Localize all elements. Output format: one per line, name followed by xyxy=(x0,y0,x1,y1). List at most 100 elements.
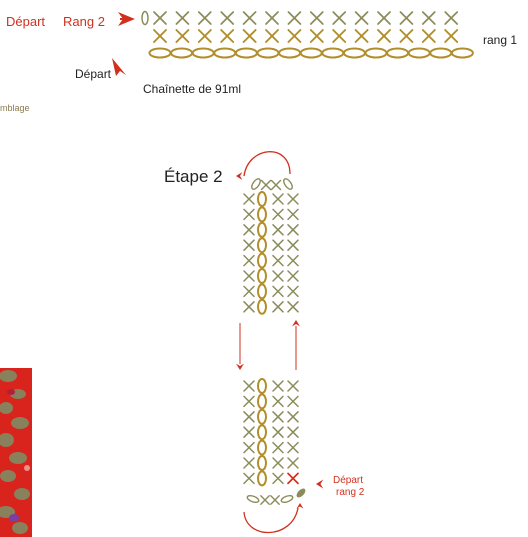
rang2-top-label: Rang 2 xyxy=(63,14,105,29)
single-crochet-stitch xyxy=(287,301,299,313)
stitch-stroke xyxy=(242,11,257,25)
chain-stitch-vertical xyxy=(257,439,267,456)
arrow-head xyxy=(236,172,243,180)
stitch-stroke xyxy=(287,395,299,408)
column-top-chain-left xyxy=(251,178,261,190)
single-crochet-stitch xyxy=(243,472,255,485)
rang1-label: rang 1 xyxy=(483,33,518,47)
stitch-stroke xyxy=(287,426,299,438)
single-crochet-stitch xyxy=(243,254,255,267)
single-crochet-stitch xyxy=(272,457,284,469)
single-crochet-stitch xyxy=(287,193,299,205)
arrow-head xyxy=(316,479,324,489)
photo-yarn-loop xyxy=(0,370,17,382)
stitch-stroke xyxy=(287,224,299,236)
single-crochet-stitch xyxy=(287,441,299,454)
chain-stitch xyxy=(170,47,194,59)
stitch-stroke xyxy=(243,380,255,392)
stitch-stroke xyxy=(354,11,369,25)
single-crochet-stitch xyxy=(272,426,284,438)
stitch-stroke xyxy=(287,441,299,454)
stitch-stroke xyxy=(444,29,459,43)
single-crochet-stitch xyxy=(243,239,255,251)
assemblage-fragment-label: mblage xyxy=(0,103,30,113)
stitch-stroke xyxy=(243,285,255,298)
chain-stitch-vertical xyxy=(257,283,267,300)
stitch-stroke xyxy=(287,11,302,25)
rang2-stitch xyxy=(444,11,459,25)
stitch-stroke xyxy=(272,208,284,221)
chain-stitch-vertical xyxy=(257,298,267,315)
rang2-stitch xyxy=(153,11,167,25)
rang2-stitch xyxy=(309,11,324,25)
single-crochet-stitch xyxy=(287,426,299,438)
stitch-stroke xyxy=(399,29,414,43)
stitch-stroke xyxy=(243,426,255,438)
single-crochet-stitch xyxy=(287,254,299,267)
stitch-stroke xyxy=(260,495,270,505)
stitch-stroke xyxy=(272,441,284,454)
rang2-stitch xyxy=(220,11,235,25)
rang2-stitch xyxy=(332,11,347,25)
stitch-stroke xyxy=(243,472,255,485)
chain-stitch xyxy=(213,47,237,59)
single-crochet-stitch xyxy=(272,193,284,205)
stitch-stroke xyxy=(287,457,299,469)
stitch-stroke xyxy=(377,29,391,43)
chain-stitch-vertical xyxy=(257,221,267,238)
single-crochet-stitch xyxy=(270,495,280,505)
stitch-stroke xyxy=(272,301,284,313)
stitch-stroke xyxy=(197,29,212,43)
stitch-stroke xyxy=(287,254,299,267)
chain-stitch-vertical xyxy=(257,252,267,269)
column-bottom-chain-left xyxy=(246,494,260,504)
stitch-stroke xyxy=(287,270,299,282)
single-crochet-stitch xyxy=(260,179,272,191)
column-bottom-chain-right xyxy=(280,494,294,504)
chain-stitch xyxy=(256,47,280,59)
stitch-stroke xyxy=(270,179,282,191)
stitch-stroke xyxy=(287,29,302,43)
rang1-stitch xyxy=(220,29,235,43)
stitch-stroke xyxy=(272,193,284,205)
chain-stitch xyxy=(191,47,215,59)
stitch-stroke xyxy=(272,380,284,392)
stitch-stroke xyxy=(243,395,255,408)
rang2-stitch xyxy=(354,11,369,25)
crochet-photo-fragment xyxy=(0,368,32,537)
stitch-stroke xyxy=(243,411,255,423)
rang1-stitch xyxy=(444,29,459,43)
stitch-stroke xyxy=(243,224,255,236)
stitch-stroke xyxy=(377,11,391,25)
single-crochet-stitch xyxy=(272,208,284,221)
stitch-stroke xyxy=(354,29,369,43)
chain-stitch-vertical xyxy=(257,206,267,223)
rang2-stitch xyxy=(399,11,414,25)
stitch-stroke xyxy=(242,29,257,43)
stitch-stroke xyxy=(265,29,279,43)
stitch-stroke xyxy=(272,395,284,408)
rang2-stitch xyxy=(175,11,190,25)
single-crochet-stitch xyxy=(287,380,299,392)
rang1-stitch xyxy=(332,29,347,43)
chain-stitch-vertical xyxy=(257,408,267,425)
single-crochet-stitch xyxy=(272,270,284,282)
stitch-stroke xyxy=(287,380,299,392)
single-crochet-stitch xyxy=(243,224,255,236)
rang2-stitch xyxy=(265,11,279,25)
stitch-stroke xyxy=(332,11,347,25)
bottom-turn-arc xyxy=(243,507,299,534)
single-crochet-stitch xyxy=(272,411,284,423)
stitch-stroke xyxy=(272,285,284,298)
single-crochet-stitch xyxy=(243,193,255,205)
chain-stitch-vertical xyxy=(257,378,267,394)
rang1-stitch xyxy=(287,29,302,43)
chain-stitch xyxy=(148,47,172,59)
stitch-stroke xyxy=(243,270,255,282)
single-crochet-stitch xyxy=(287,270,299,282)
photo-yarn-loop xyxy=(0,402,13,414)
rang1-stitch xyxy=(197,29,212,43)
rang1-stitch xyxy=(399,29,414,43)
chain-stitch xyxy=(364,47,388,59)
single-crochet-stitch xyxy=(287,411,299,423)
